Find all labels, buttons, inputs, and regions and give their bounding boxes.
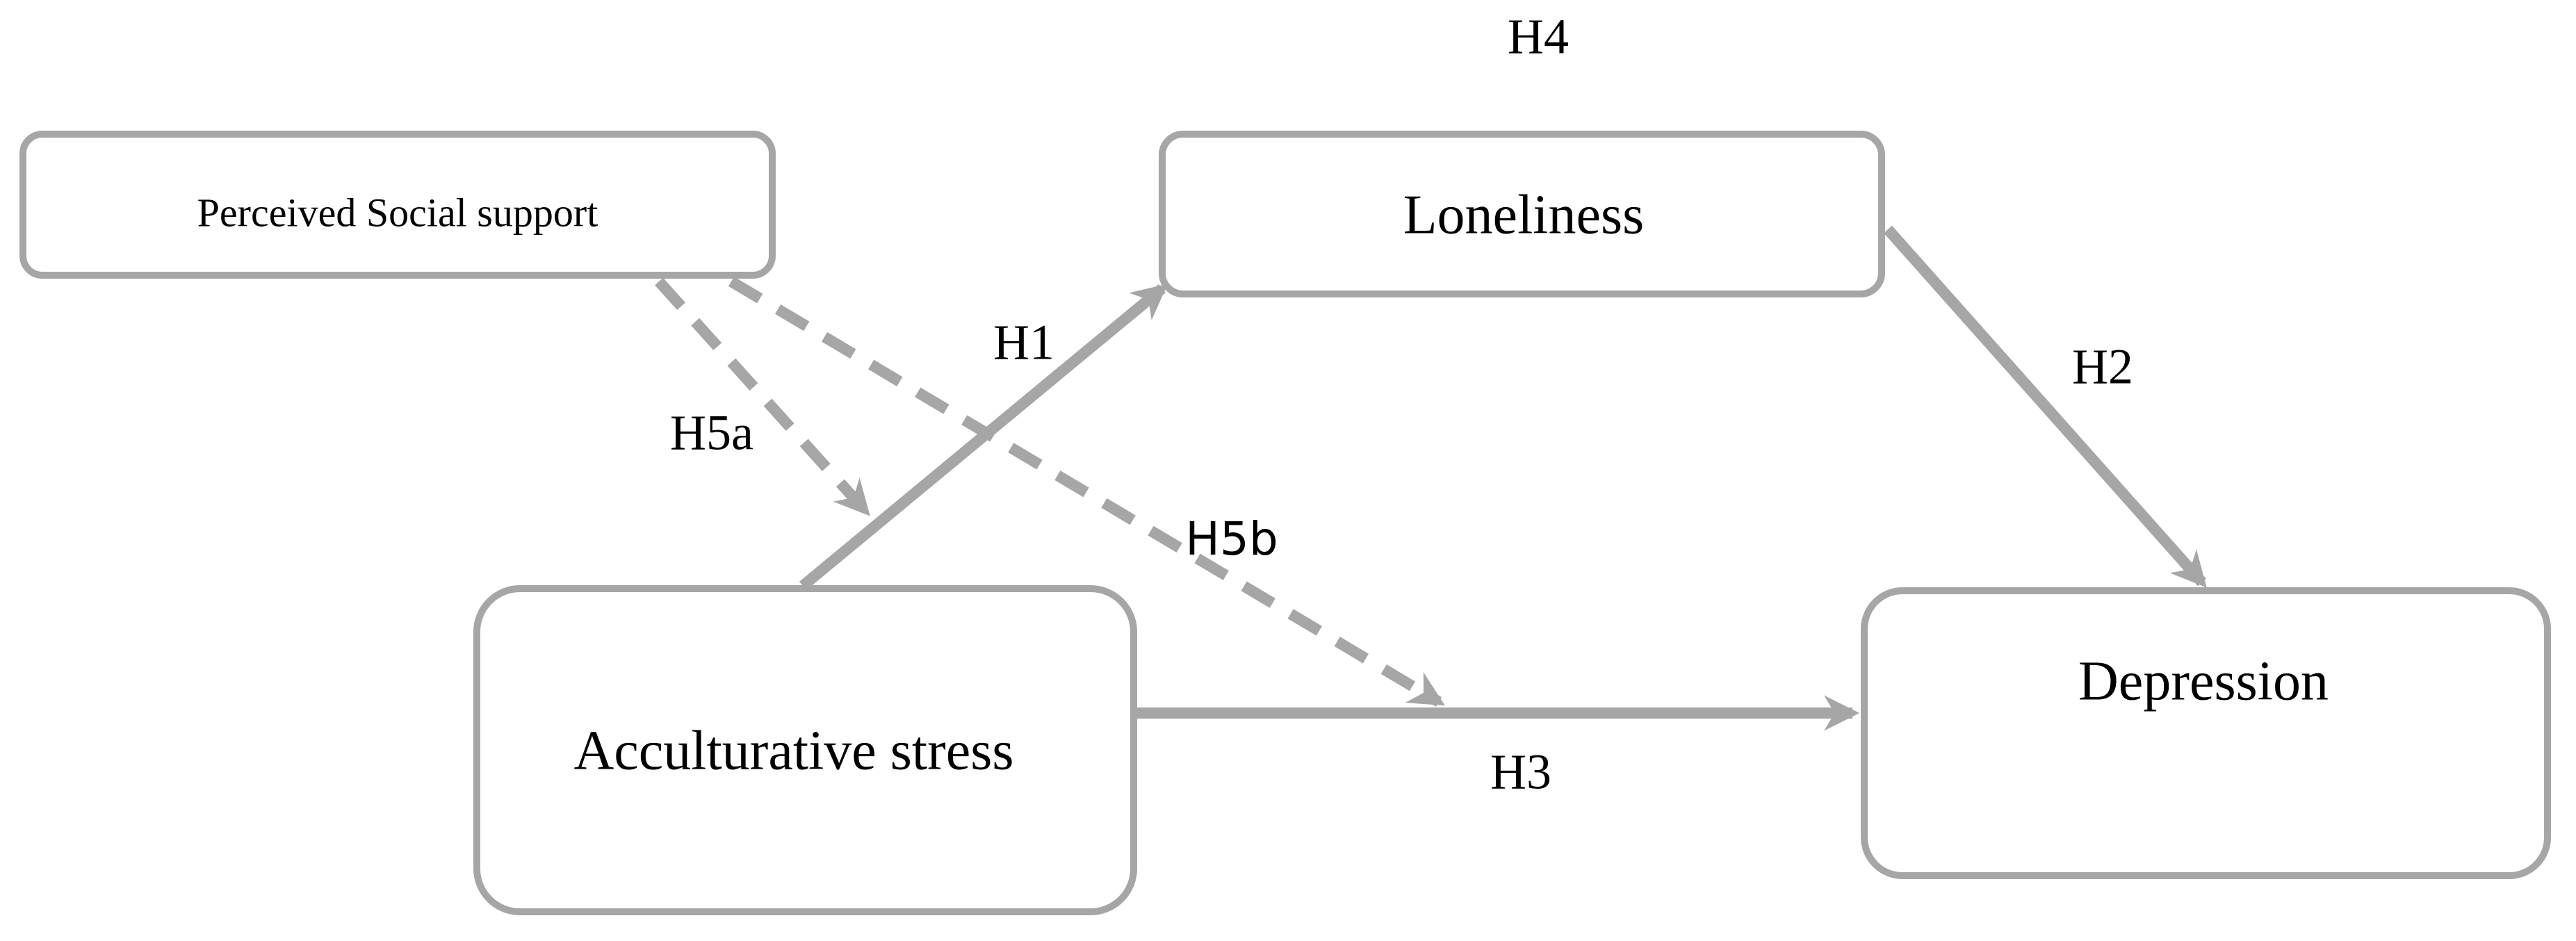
node-label-depression: Depression (2078, 650, 2329, 712)
node-perceived-social-support: Perceived Social support (19, 131, 776, 279)
label-h5a: H5a (670, 405, 753, 461)
node-label-loneliness: Loneliness (1403, 184, 1645, 245)
node-depression: Depression (1861, 587, 2551, 879)
label-h2: H2 (2072, 339, 2133, 395)
edge-h5b (728, 277, 1445, 707)
label-h5b: H5b (1185, 512, 1278, 566)
node-label-social-support: Perceived Social support (197, 190, 598, 235)
node-loneliness: Loneliness (1159, 131, 1885, 297)
node-label-acculturative-stress: Acculturative stress (573, 720, 1013, 781)
label-h1: H1 (993, 315, 1054, 370)
node-acculturative-stress: Acculturative stress (473, 585, 1137, 915)
label-h4: H4 (1508, 9, 1569, 65)
label-h3: H3 (1490, 744, 1551, 800)
edge-h2 (1884, 225, 2207, 588)
edge-h5a (655, 277, 870, 516)
